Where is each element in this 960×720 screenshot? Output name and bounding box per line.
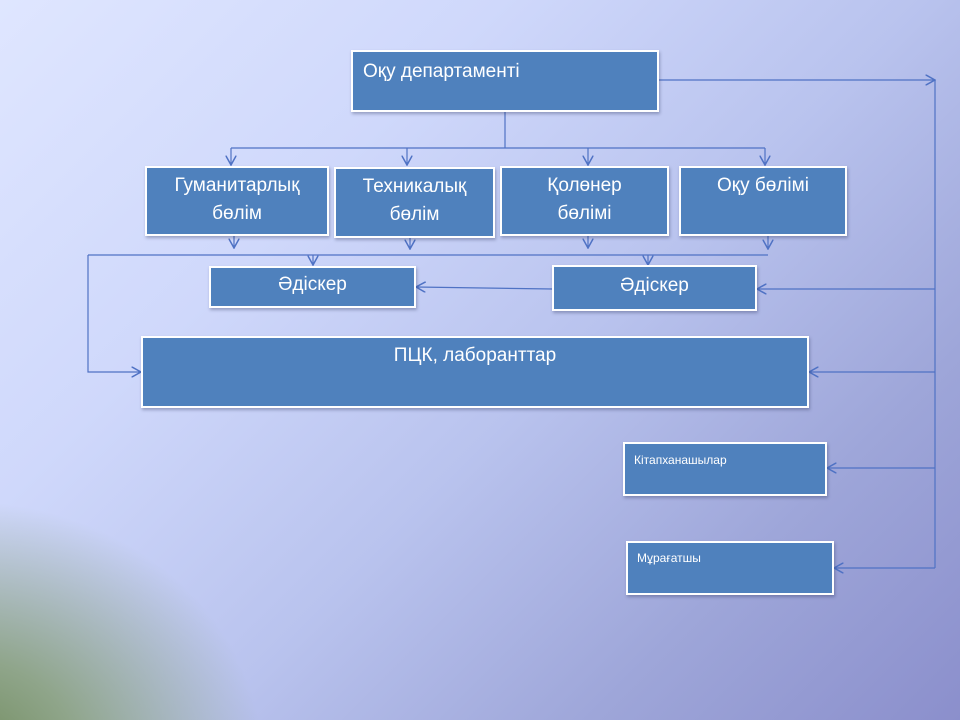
humanities-department-box[interactable]: Гуманитарлық бөлім xyxy=(145,166,329,236)
study-department-label: Оқу бөлімі xyxy=(717,175,809,196)
root-department-label: Оқу департаменті xyxy=(363,61,520,82)
pck-laboratory-box[interactable]: ПЦК, лаборанттар xyxy=(141,336,809,408)
technical-department-box[interactable]: Техникалық бөлім xyxy=(334,167,495,238)
methodist-left-label: Әдіскер xyxy=(278,274,347,295)
humanities-department-label: Гуманитарлық бөлім xyxy=(174,175,300,224)
technical-department-label: Техникалық бөлім xyxy=(362,176,467,225)
study-department-box[interactable]: Оқу бөлімі xyxy=(679,166,847,236)
archivist-box[interactable]: Мұрағатшы xyxy=(626,541,834,595)
methodist-right-label: Әдіскер xyxy=(620,275,689,296)
crafts-department-label: Қолөнер бөлімі xyxy=(547,175,622,224)
crafts-department-box[interactable]: Қолөнер бөлімі xyxy=(500,166,669,236)
methodist-right-box[interactable]: Әдіскер xyxy=(552,265,757,311)
methodist-left-box[interactable]: Әдіскер xyxy=(209,266,416,308)
root-department-box[interactable]: Оқу департаменті xyxy=(351,50,659,112)
librarians-label: Кітапханашылар xyxy=(634,453,727,467)
librarians-box[interactable]: Кітапханашылар xyxy=(623,442,827,496)
pck-laboratory-label: ПЦК, лаборанттар xyxy=(393,345,557,366)
archivist-label: Мұрағатшы xyxy=(637,551,701,565)
